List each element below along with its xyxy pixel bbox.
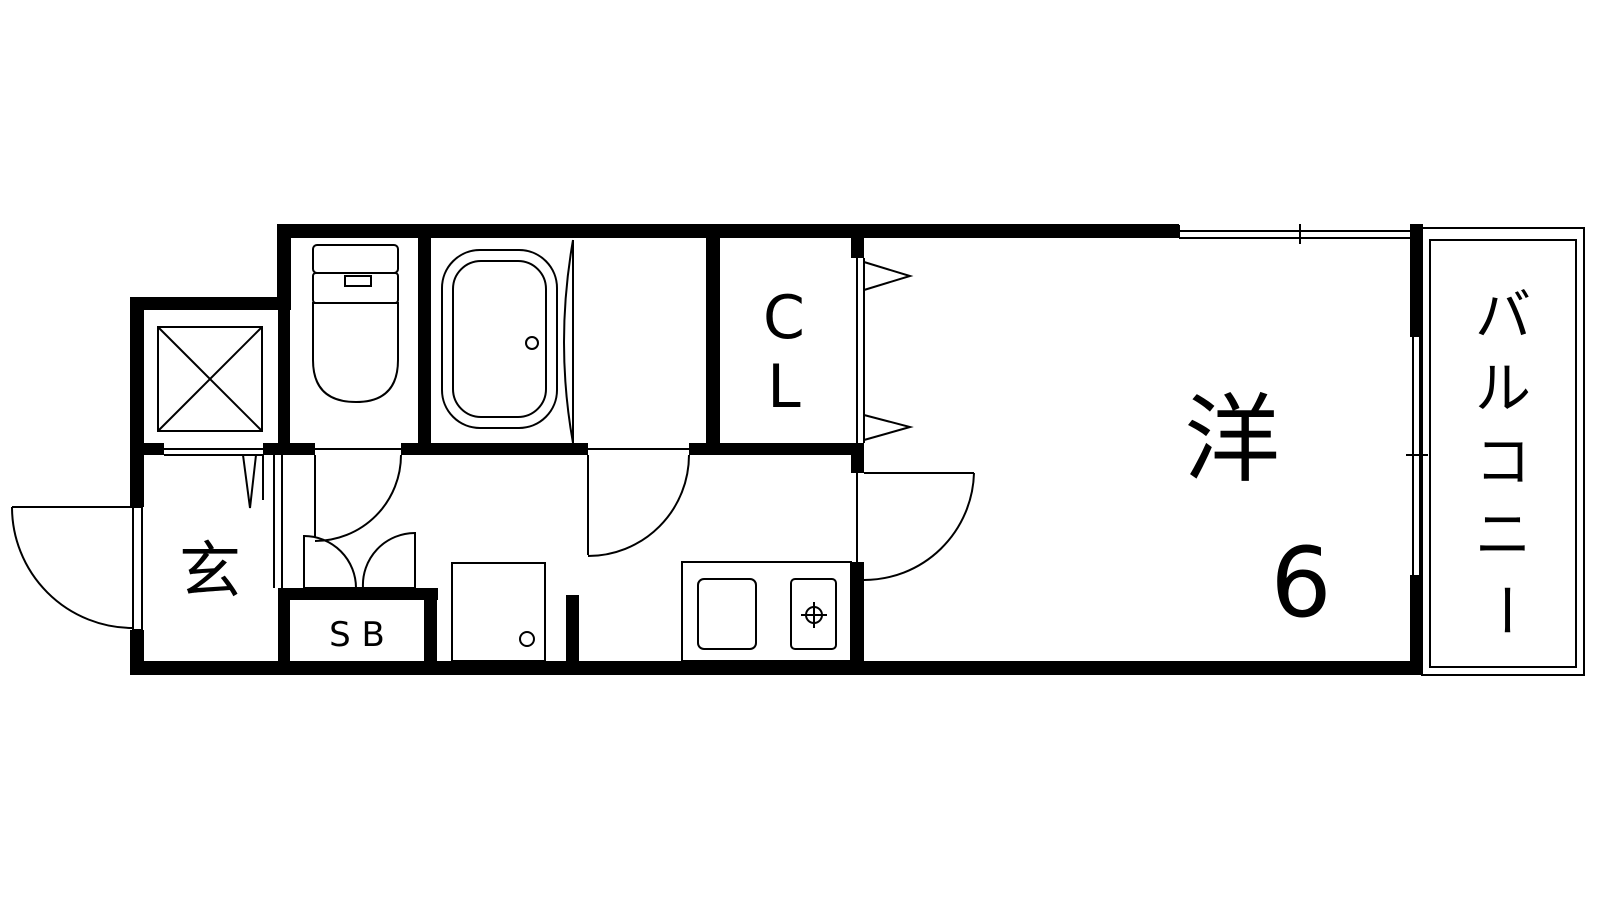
closet-doors: [856, 258, 914, 443]
western-room-label: 洋: [1184, 384, 1280, 496]
balcony-char-4: ニ: [1475, 503, 1531, 568]
balcony-char-3: コ: [1475, 430, 1531, 495]
closet-label-line1: C: [763, 283, 805, 353]
walls: [130, 224, 1423, 675]
closet-label-line2: L: [767, 352, 801, 422]
top-window: [1178, 224, 1410, 244]
entrance-details: [164, 448, 283, 588]
shoe-box-label: S B: [329, 615, 385, 655]
room-door: [856, 472, 975, 581]
storage-box: [157, 326, 263, 432]
interior-doors: [303, 448, 690, 596]
western-room-size: 6: [1270, 527, 1331, 639]
entrance-label: 玄: [179, 534, 241, 607]
balcony: [1421, 227, 1585, 676]
right-window: [1406, 337, 1428, 575]
entrance-door: [11, 506, 143, 631]
balcony-char-1: バ: [1475, 284, 1531, 349]
balcony-char-5: ー: [1472, 582, 1537, 638]
washer: [451, 562, 546, 662]
toilet: [312, 244, 399, 404]
kitchen: [681, 561, 852, 662]
balcony-char-2: ル: [1475, 357, 1531, 422]
bathtub: [441, 239, 574, 444]
balcony-label: バ ル コ ニ ー: [1472, 284, 1537, 638]
